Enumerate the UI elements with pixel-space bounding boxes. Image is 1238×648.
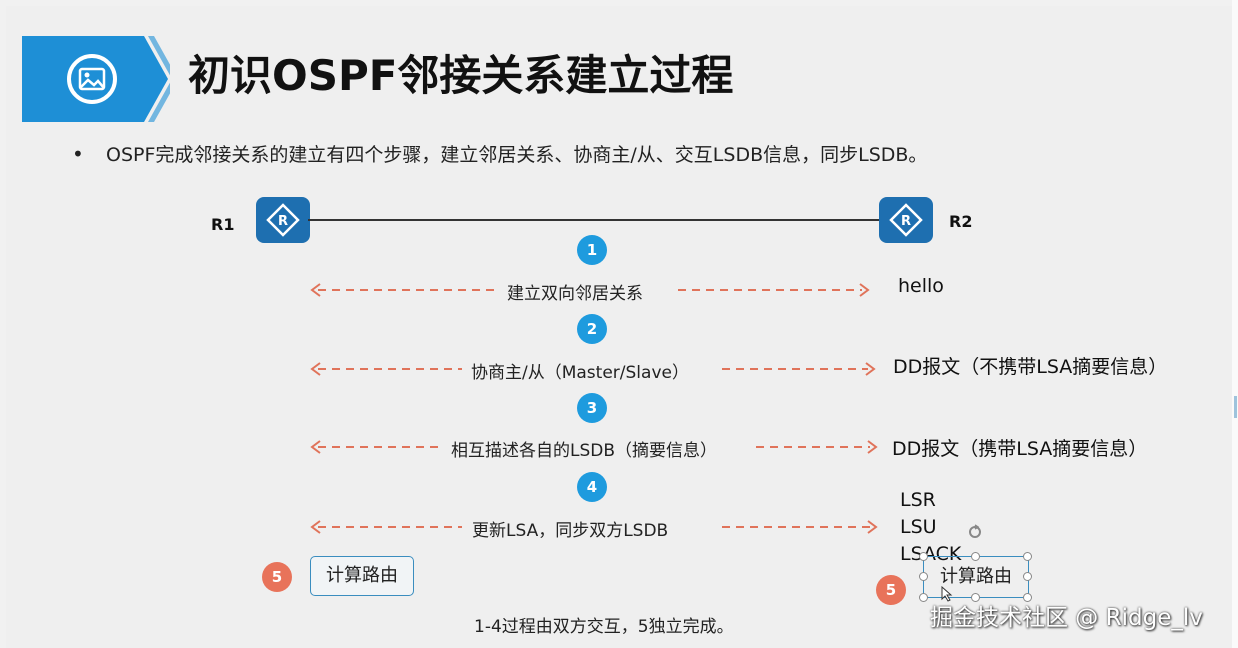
resize-handle[interactable]	[1023, 593, 1032, 602]
step-4-message-lsr: LSR	[900, 489, 936, 511]
step-1-badge: 1	[577, 235, 607, 265]
scrollbar[interactable]	[1232, 0, 1238, 648]
resize-handle[interactable]	[1023, 552, 1032, 561]
resize-handle[interactable]	[919, 552, 928, 561]
router-r1-icon: R	[256, 197, 310, 243]
resize-handle[interactable]	[971, 593, 980, 602]
step-5-badge-left: 5	[262, 562, 292, 592]
step-1-message: hello	[898, 275, 944, 297]
router-link	[308, 219, 880, 221]
resize-handle[interactable]	[919, 572, 928, 581]
page-title: 初识OSPF邻接关系建立过程	[188, 51, 734, 100]
arrow-right-1	[678, 283, 870, 297]
watermark: 掘金技术社区 @ Ridge_lv	[930, 605, 1203, 631]
arrow-left-4	[310, 520, 462, 534]
step-4-badge: 4	[577, 472, 607, 502]
svg-text:R: R	[901, 214, 911, 229]
rotate-handle-icon[interactable]	[967, 524, 983, 540]
resize-handle[interactable]	[919, 593, 928, 602]
resize-handle[interactable]	[1023, 572, 1032, 581]
step-3-label: 相互描述各自的LSDB（摘要信息）	[451, 441, 718, 461]
title-banner	[22, 36, 170, 122]
step-3-badge: 3	[577, 393, 607, 423]
arrow-right-3	[756, 440, 878, 454]
step-4-label: 更新LSA，同步双方LSDB	[472, 521, 669, 541]
arrow-right-2	[722, 362, 876, 376]
bullet-dot: •	[72, 142, 84, 166]
scrollbar-thumb[interactable]	[1234, 396, 1237, 418]
router-r2-label: R2	[949, 212, 973, 231]
calc-route-box-right[interactable]: 计算路由	[923, 556, 1029, 598]
arrow-right-4	[722, 520, 878, 534]
footer-note: 1-4过程由双方交互，5独立完成。	[474, 617, 734, 637]
step-5-badge-right: 5	[876, 575, 906, 605]
step-4-message-lsu: LSU	[900, 516, 937, 538]
step-1-label: 建立双向邻居关系	[507, 284, 643, 304]
svg-text:R: R	[278, 214, 288, 229]
step-2-badge: 2	[577, 314, 607, 344]
step-4-message-lsack: LSACK	[900, 543, 962, 565]
calc-route-box-left: 计算路由	[310, 556, 414, 596]
slide	[6, 6, 1232, 648]
arrow-left-3	[310, 440, 442, 454]
image-icon	[67, 54, 117, 104]
step-2-message: DD报文（不携带LSA摘要信息）	[893, 356, 1168, 378]
router-r1-label: R1	[211, 215, 235, 234]
cursor-icon	[941, 585, 953, 602]
router-r2-icon: R	[879, 197, 933, 243]
step-2-label: 协商主/从（Master/Slave）	[471, 363, 689, 383]
arrow-left-1	[310, 283, 500, 297]
step-3-message: DD报文（携带LSA摘要信息）	[892, 438, 1148, 460]
resize-handle[interactable]	[971, 552, 980, 561]
bullet-text: OSPF完成邻接关系的建立有四个步骤，建立邻居关系、协商主/从、交互LSDB信息…	[106, 144, 928, 166]
arrow-left-2	[310, 362, 462, 376]
